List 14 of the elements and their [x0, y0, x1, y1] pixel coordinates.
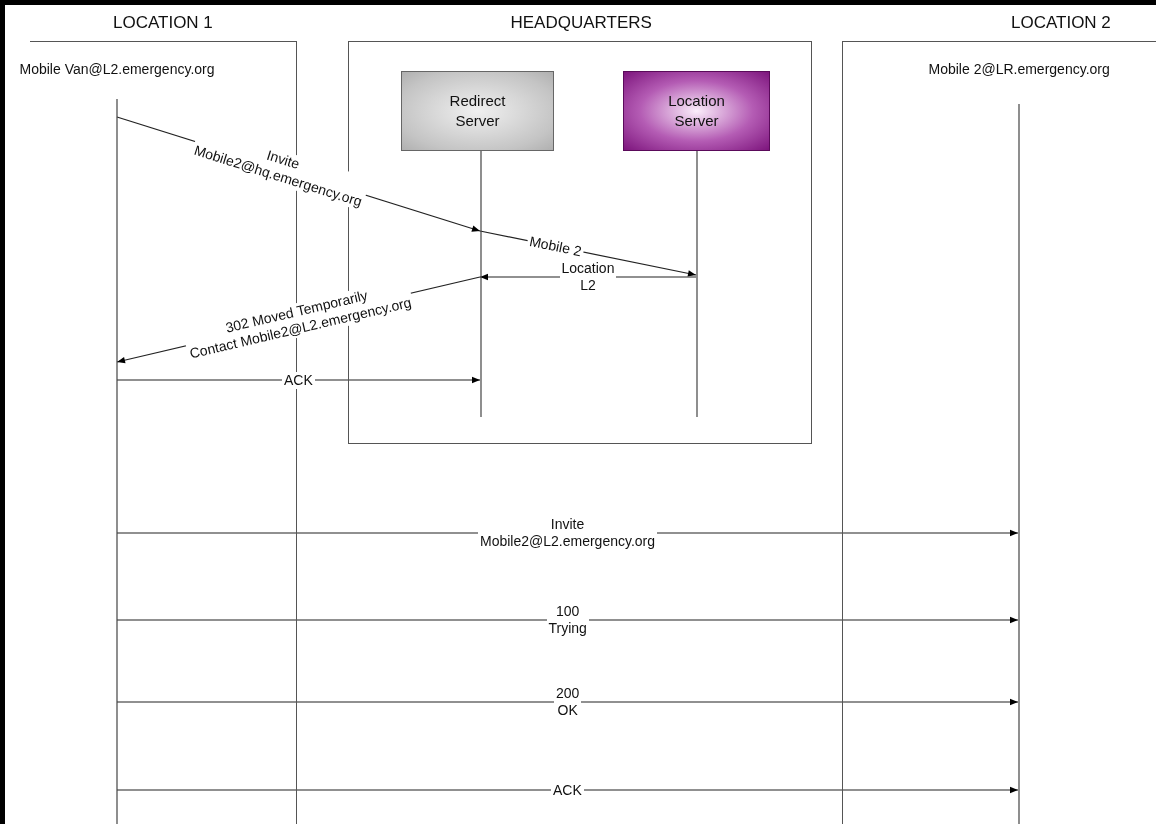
server-box: Redirect Server: [401, 71, 554, 151]
message-label: Invite Mobile2@L2.emergency.org: [478, 516, 658, 550]
participant-address: Mobile 2@LR.emergency.org: [928, 61, 1110, 79]
message-arrow: [116, 786, 1019, 794]
participant-address: Mobile Van@L2.emergency.org: [19, 61, 215, 79]
message-arrow: [116, 616, 1019, 624]
message-arrow: [116, 698, 1019, 706]
lane-heading: LOCATION 2: [1011, 13, 1111, 33]
lane-heading: HEADQUARTERS: [510, 13, 652, 33]
message-arrow: [116, 376, 481, 384]
server-box: Location Server: [623, 71, 770, 151]
message-label: ACK: [282, 371, 315, 389]
message-label: 100 Trying: [546, 603, 589, 637]
lane-heading: LOCATION 1: [113, 13, 213, 33]
